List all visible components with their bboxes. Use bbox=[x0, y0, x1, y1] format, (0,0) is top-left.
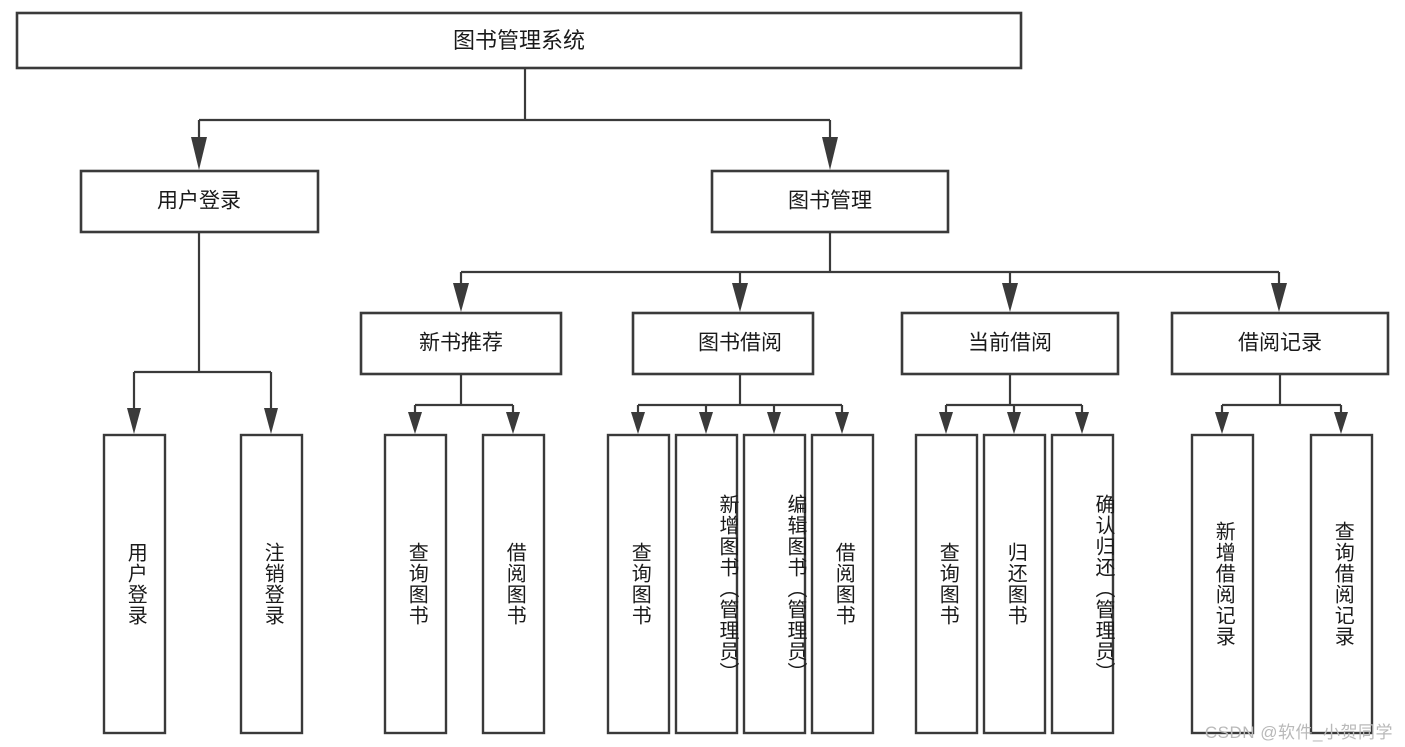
connector-book-borrow-to-leaves bbox=[631, 374, 849, 434]
node-book-borrow-box bbox=[631, 311, 815, 376]
arrow-head-book-borrow bbox=[732, 283, 748, 312]
node-book-borrow[interactable]: 图书借阅 bbox=[631, 311, 815, 376]
arrow-head-leaf-cb-confirm bbox=[1075, 412, 1089, 434]
arrow-head-borrow-record bbox=[1271, 283, 1287, 312]
node-user-login-box bbox=[79, 169, 320, 234]
connector-book-management-to-level2 bbox=[453, 232, 1287, 312]
connector-new-book-to-leaves bbox=[408, 374, 520, 434]
connector-current-borrow-to-leaves bbox=[939, 374, 1089, 434]
leaf-box-user-login[interactable] bbox=[102, 433, 167, 735]
leaf-box-cb-return[interactable] bbox=[982, 433, 1047, 735]
node-root-box bbox=[15, 11, 1023, 70]
leaf-box-logout[interactable] bbox=[239, 433, 304, 735]
arrow-head-leaf-cb-query bbox=[939, 412, 953, 434]
connector-user-login-to-leaves bbox=[127, 232, 278, 434]
leaf-box-cb-query[interactable] bbox=[914, 433, 979, 735]
leaf-box-nb-borrow[interactable] bbox=[481, 433, 546, 735]
node-book-management-label: 图书管理 bbox=[788, 190, 872, 213]
arrow-head-leaf-nb-query bbox=[408, 412, 422, 434]
arrow-head-current-borrow bbox=[1002, 283, 1018, 312]
node-user-login-label: 用户登录 bbox=[157, 190, 241, 213]
node-user-login[interactable]: 用户登录 bbox=[79, 169, 320, 234]
node-current-borrow-label: 当前借阅 bbox=[968, 332, 1052, 355]
arrow-head-leaf-br-add bbox=[1215, 412, 1229, 434]
node-current-borrow-box bbox=[900, 311, 1120, 376]
node-root-label: 图书管理系统 bbox=[453, 28, 585, 53]
arrow-head-new-book bbox=[453, 283, 469, 312]
arrow-head-leaf-cb-return bbox=[1007, 412, 1021, 434]
connector-borrow-record-to-leaves bbox=[1215, 374, 1348, 434]
arrow-head-leaf-nb-borrow bbox=[506, 412, 520, 434]
leaf-box-br-add[interactable] bbox=[1190, 433, 1255, 735]
node-current-borrow[interactable]: 当前借阅 bbox=[900, 311, 1120, 376]
arrow-head-leaf-bb-edit bbox=[767, 412, 781, 434]
arrow-head-leaf-user-login bbox=[127, 408, 141, 434]
node-root[interactable]: 图书管理系统 bbox=[15, 11, 1023, 70]
arrow-head-leaf-bb-borrow bbox=[835, 412, 849, 434]
arrow-head-leaf-logout bbox=[264, 408, 278, 434]
csdn-watermark: CSDN @软件_小贺同学 bbox=[1204, 723, 1393, 742]
arrow-head-user-login bbox=[191, 137, 207, 170]
node-book-management[interactable]: 图书管理 bbox=[710, 169, 950, 234]
arrow-head-leaf-br-query bbox=[1334, 412, 1348, 434]
leaf-box-bb-query[interactable] bbox=[606, 433, 671, 735]
connector-root-to-level1 bbox=[191, 68, 838, 170]
node-new-book-recommend-box bbox=[359, 311, 563, 376]
arrow-head-leaf-bb-add bbox=[699, 412, 713, 434]
leaf-box-bb-edit[interactable] bbox=[742, 433, 807, 735]
node-new-book-recommend[interactable]: 新书推荐 bbox=[359, 311, 563, 376]
leaf-box-bb-add[interactable] bbox=[674, 433, 739, 735]
leaf-box-nb-query[interactable] bbox=[383, 433, 448, 735]
node-book-borrow-label: 图书借阅 bbox=[698, 332, 782, 355]
arrow-head-book-manage bbox=[822, 137, 838, 170]
leaf-box-bb-borrow[interactable] bbox=[810, 433, 875, 735]
node-borrow-record[interactable]: 借阅记录 bbox=[1170, 311, 1390, 376]
leaf-box-cb-confirm[interactable] bbox=[1050, 433, 1115, 735]
node-new-book-recommend-label: 新书推荐 bbox=[419, 332, 503, 355]
node-borrow-record-label: 借阅记录 bbox=[1238, 332, 1322, 355]
arrow-head-leaf-bb-query bbox=[631, 412, 645, 434]
leaf-box-br-query[interactable] bbox=[1309, 433, 1374, 735]
